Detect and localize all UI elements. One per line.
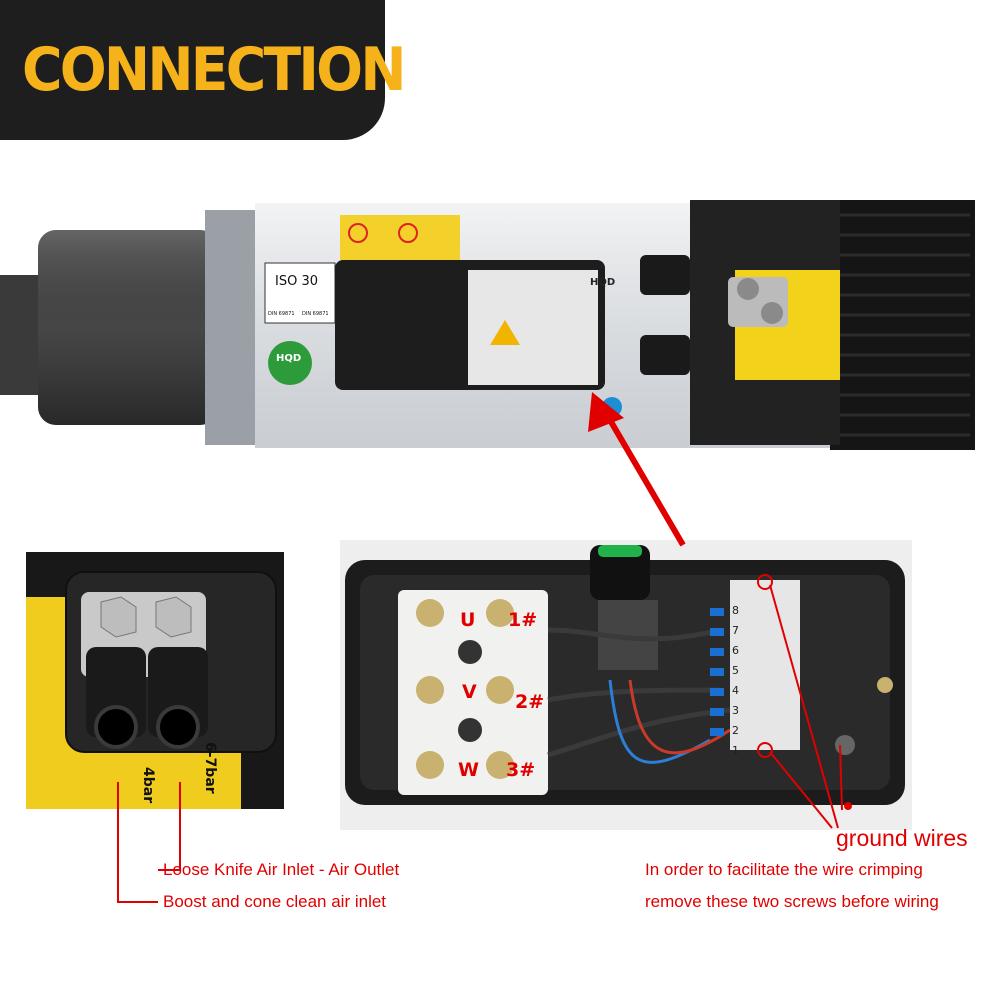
din-right-label: DIN 69871 <box>302 311 329 317</box>
strip-number-5: 5 <box>732 664 739 677</box>
iso-label: ISO 30 <box>275 274 318 289</box>
pressure-label-right: 6-7bar <box>202 742 218 794</box>
strip-number-7: 7 <box>732 624 739 637</box>
strip-number-2: 2 <box>732 724 739 737</box>
pointer-arrow <box>607 418 686 547</box>
terminal-1-label: 1# <box>508 609 537 631</box>
strip-number-8: 8 <box>732 604 739 617</box>
hqd-badge <box>268 341 312 385</box>
brand-label: HQD <box>590 277 615 288</box>
hqd-badge-label: HQD <box>276 353 301 364</box>
no-hand-icon-2 <box>398 223 418 243</box>
din-left-label: DIN 69871 <box>268 311 295 317</box>
strip-number-1: 1 <box>732 744 739 757</box>
strip-number-4: 4 <box>732 684 739 697</box>
pressure-label-left: 4bar <box>140 767 156 803</box>
ground-wires-label: ground wires <box>836 825 968 851</box>
strip-number-6: 6 <box>732 644 739 657</box>
boost-label: Boost and cone clean air inlet <box>163 892 387 911</box>
terminal-3-label: 3# <box>506 759 535 781</box>
pointer-arrow-head <box>588 392 624 432</box>
spindle-photo: ISO 30 DIN 69871 DIN 69871 HQD HQD <box>0 195 1000 460</box>
crimp-note-line-1: In order to facilitate the wire crimping <box>645 860 923 879</box>
green-push-button <box>598 545 642 557</box>
strip-number-3: 3 <box>732 704 739 717</box>
terminal-2-label: 2# <box>515 691 544 713</box>
terminal-box-photo: U 1# V 2# W 3# 8 7 6 5 4 3 2 1 <box>340 540 912 830</box>
air-inlet-photo: 4bar 6-7bar <box>26 552 284 809</box>
loose-knife-label: Loose Knife Air Inlet - Air Outlet <box>163 860 400 879</box>
warning-triangle-icon <box>490 320 520 345</box>
phase-u-label: U <box>460 609 475 631</box>
header-banner: CONNECTION <box>0 0 407 140</box>
phase-v-label: V <box>462 681 477 703</box>
no-hand-icon <box>348 223 368 243</box>
phase-w-label: W <box>458 759 479 781</box>
crimp-note-line-2: remove these two screws before wiring <box>645 892 939 911</box>
connector-glands <box>640 255 690 295</box>
